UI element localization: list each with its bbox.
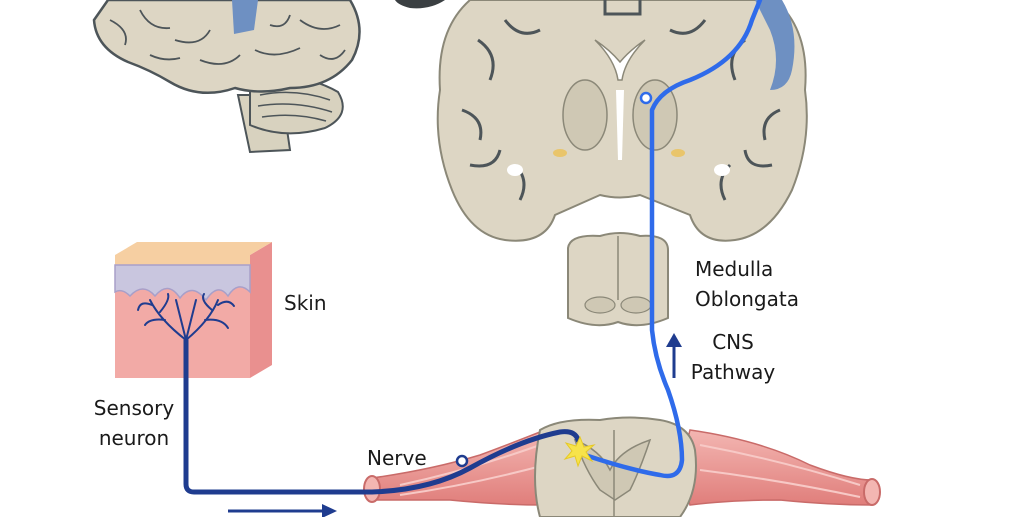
thalamus-left <box>562 79 608 151</box>
cns-pathway-label: CNS Pathway <box>680 327 786 387</box>
skin-epidermis <box>115 255 250 265</box>
cns-pathway-arrow-icon <box>666 333 682 378</box>
medulla-label-line2: Oblongata <box>695 287 799 311</box>
top-fissure <box>603 0 642 16</box>
cns-ascending-pathway <box>582 0 763 479</box>
ventricle-highlight <box>755 0 795 90</box>
synapse-spark-icon <box>563 435 596 468</box>
medulla-label-line1: Medulla <box>695 257 774 281</box>
third-ventricle <box>616 90 624 160</box>
dark-fragment-shape <box>395 0 445 9</box>
nerve-end-right <box>863 478 881 506</box>
nerve-end-left <box>363 475 381 503</box>
sensory-cortex-highlight <box>232 0 258 34</box>
cns-label-line2: Pathway <box>690 360 776 384</box>
brain-lateral-illustration <box>92 0 361 154</box>
sensory-neuron-pathway <box>183 337 581 495</box>
direction-arrow-icon <box>228 504 337 517</box>
lateral-ventricles <box>594 39 646 81</box>
cerebrum-shape <box>92 0 361 94</box>
skin-block-top <box>115 242 272 255</box>
sensory-neuron-label-line1: Sensory <box>93 396 175 420</box>
amygdala-left <box>553 149 567 157</box>
sensory-neuron-label-line2: neuron <box>98 426 170 450</box>
brain-coronal-section <box>436 0 808 242</box>
hippocampus-right <box>714 164 730 176</box>
cns-label-line1: CNS <box>712 330 754 354</box>
cerebrum-gyri <box>109 9 346 65</box>
skin-block-side <box>250 242 272 378</box>
hippocampus-left <box>507 164 523 176</box>
sensory-nerve-endings <box>137 293 235 341</box>
coronal-sulci <box>461 19 781 201</box>
cerebellum-folia <box>257 91 333 122</box>
skin-basal-layer <box>114 264 251 302</box>
medulla-oblongata-shape <box>567 232 669 327</box>
nerve-ganglion-node <box>455 454 469 468</box>
thalamus-relay-node <box>639 91 653 105</box>
skin-block <box>114 242 272 378</box>
skin-label: Skin <box>284 291 327 315</box>
nerve-label: Nerve <box>367 446 427 470</box>
amygdala-right <box>671 149 685 157</box>
medulla-oblongata-label: Medulla Oblongata <box>695 254 799 314</box>
sensory-neuron-label: Sensory neuron <box>78 393 190 453</box>
